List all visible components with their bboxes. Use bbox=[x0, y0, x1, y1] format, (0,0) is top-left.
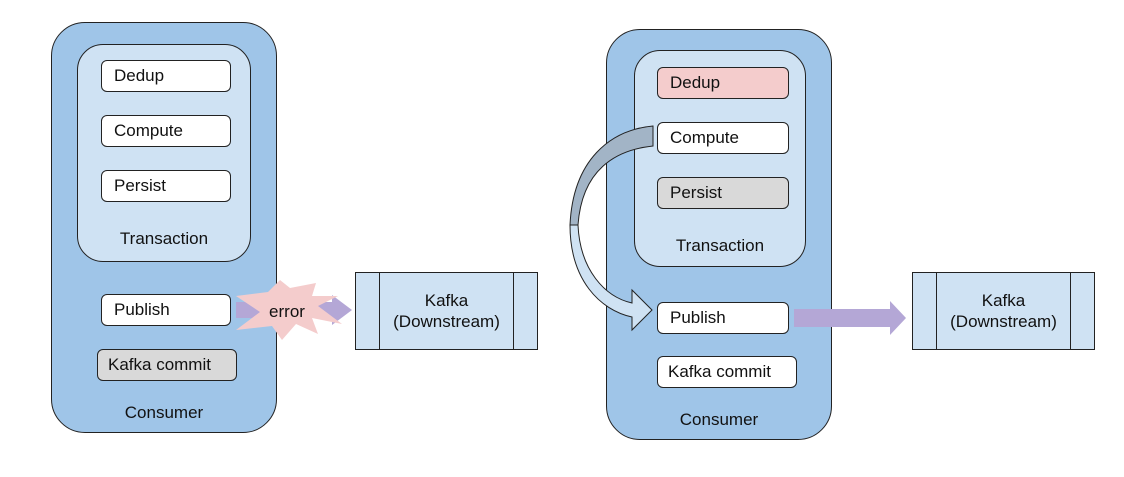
right-dedup-step: Dedup bbox=[657, 67, 789, 99]
right-consumer-label: Consumer bbox=[679, 410, 759, 429]
left-transaction-label: Transaction bbox=[119, 229, 209, 248]
right-compute-step: Compute bbox=[657, 122, 789, 154]
kafka-label: Kafka (Downstream) bbox=[936, 273, 1071, 349]
kafka-left-band bbox=[356, 273, 380, 349]
right-persist-step: Persist bbox=[657, 177, 789, 209]
curved-arrow-bottom-half bbox=[569, 224, 653, 332]
left-compute-step: Compute bbox=[101, 115, 231, 147]
kafka-label-line1: Kafka bbox=[424, 291, 469, 310]
kafka-left-band bbox=[913, 273, 937, 349]
error-burst-icon bbox=[236, 280, 342, 340]
left-dedup-step: Dedup bbox=[101, 60, 231, 92]
kafka-right-band bbox=[513, 273, 537, 349]
right-publish-step: Publish bbox=[657, 302, 789, 334]
right-transaction-label: Transaction bbox=[675, 236, 765, 255]
kafka-label-line1: Kafka bbox=[981, 291, 1026, 310]
left-publish-step: Publish bbox=[101, 294, 231, 326]
right-kafka-commit-step: Kafka commit bbox=[657, 356, 797, 388]
kafka-label-line2: (Downstream) bbox=[950, 312, 1057, 331]
error-label: error bbox=[269, 302, 305, 321]
kafka-label: Kafka (Downstream) bbox=[379, 273, 514, 349]
curved-arrow-top-half bbox=[569, 125, 654, 226]
kafka-label-line2: (Downstream) bbox=[393, 312, 500, 331]
left-kafka-commit-step: Kafka commit bbox=[97, 349, 237, 381]
kafka-right-band bbox=[1070, 273, 1094, 349]
left-consumer-label: Consumer bbox=[124, 403, 204, 422]
right-publish-arrow bbox=[794, 301, 906, 335]
left-kafka-downstream: Kafka (Downstream) bbox=[355, 272, 538, 350]
left-persist-step: Persist bbox=[101, 170, 231, 202]
right-kafka-downstream: Kafka (Downstream) bbox=[912, 272, 1095, 350]
